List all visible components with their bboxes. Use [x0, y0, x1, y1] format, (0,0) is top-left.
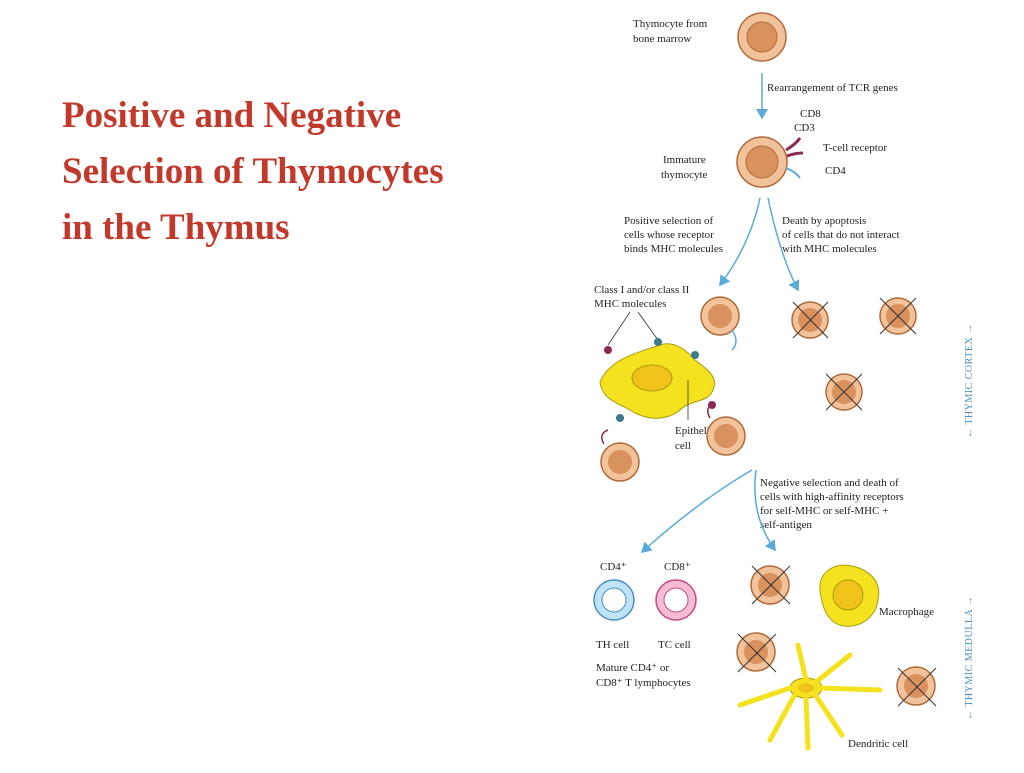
cd4-t-helper-cell [593, 579, 635, 621]
th-cell-label: TH cell [596, 639, 629, 651]
negative-selection-label-4: self-antigen [760, 519, 812, 531]
negative-selected-cell-2 [736, 632, 777, 673]
thymic-medulla-label: ← THYMIC MEDULLA → [964, 596, 975, 720]
positive-branch-arrow [719, 197, 761, 287]
dendritic-cell [737, 642, 883, 751]
epithelial-cell [599, 338, 716, 422]
negative-branch-arrow [767, 197, 800, 292]
cd8-label: CD8 [800, 108, 821, 120]
tcr-label: T-cell receptor [823, 142, 887, 154]
negative-selection-arrow [754, 469, 776, 552]
apoptotic-cell-2 [879, 297, 917, 335]
mhc-pointer-2 [637, 311, 659, 341]
apoptotic-cell-1 [791, 301, 829, 339]
death-apoptosis-label-2: of cells that do not interact [782, 229, 900, 241]
slide-title: Positive and Negative Selection of Thymo… [62, 88, 562, 256]
thymocyte-from-label-1: Thymocyte from [633, 18, 708, 30]
negative-selection-label-1: Negative selection and death of [760, 477, 899, 489]
tc-cell-label: TC cell [658, 639, 691, 651]
mhc-class-label-2: MHC molecules [594, 298, 666, 310]
thymocyte-selection-diagram: Thymocyte from bone marrow Rearrangement… [580, 0, 1024, 768]
cd4-plus-label: CD4⁺ [600, 561, 627, 573]
rearrangement-label: Rearrangement of TCR genes [767, 82, 898, 94]
apoptotic-cell-3 [825, 373, 863, 411]
negative-selection-label-2: cells with high-affinity receptors [760, 491, 904, 503]
epithelial-label-2: cell [675, 440, 691, 452]
selected-thymocyte-1 [700, 296, 740, 351]
immature-label-2: thymocyte [661, 169, 708, 181]
negative-selected-cell-3 [896, 666, 937, 707]
immature-label-1: Immature [663, 154, 706, 166]
cd4-label: CD4 [825, 165, 846, 177]
negative-selected-cell-1 [750, 565, 791, 605]
title-line-1: Positive and Negative [62, 95, 402, 136]
dendritic-label: Dendritic cell [848, 738, 908, 750]
mhc-pointer-1 [607, 311, 631, 346]
selected-thymocyte-3 [600, 429, 640, 482]
thymocyte-from-label-2: bone marrow [633, 33, 691, 45]
death-apoptosis-label-1: Death by apoptosis [782, 215, 866, 227]
negative-selection-label-3: for self-MHC or self-MHC + [760, 505, 888, 517]
positive-selection-label-1: Positive selection of [624, 215, 714, 227]
thymocyte-bone-marrow-cell [737, 12, 787, 62]
cd3-label: CD3 [794, 122, 815, 134]
macrophage [819, 564, 880, 627]
cd8-plus-label: CD8⁺ [664, 561, 691, 573]
selected-thymocyte-2 [706, 401, 746, 456]
diagram-canvas: Thymocyte from bone marrow Rearrangement… [593, 12, 975, 751]
death-apoptosis-label-3: with MHC molecules [782, 243, 877, 255]
title-line-3: in the Thymus [62, 207, 290, 248]
cd8-t-cytotoxic-cell [655, 579, 697, 621]
positive-selection-label-3: binds MHC molecules [624, 243, 723, 255]
mature-label-1: Mature CD4⁺ or [596, 662, 669, 674]
positive-selection-label-2: cells whose receptor [624, 229, 714, 241]
macrophage-label: Macrophage [879, 606, 934, 618]
mature-label-2: CD8⁺ T lymphocytes [596, 677, 691, 689]
mature-branch-arrow [640, 469, 753, 554]
mhc-class-label-1: Class I and/or class II [594, 284, 690, 296]
thymic-cortex-label: ← THYMIC CORTEX → [964, 323, 975, 438]
title-line-2: Selection of Thymocytes [62, 151, 444, 192]
immature-thymocyte-cell [736, 136, 804, 188]
